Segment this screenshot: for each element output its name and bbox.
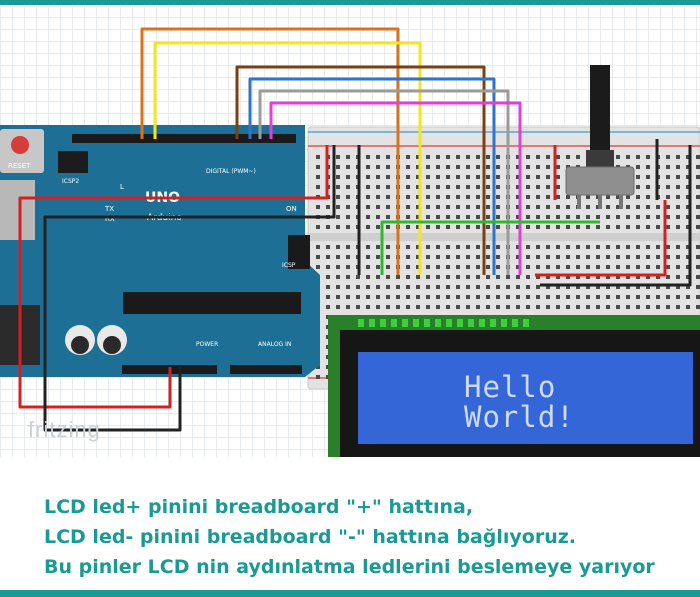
rx-label: RX [105,215,115,223]
bottom-accent-bar [0,590,700,597]
atmega-chip [123,292,301,314]
icsp2-label: ICSP2 [62,178,79,185]
fritzing-watermark: fritzing [28,417,101,442]
reset-label: RESET [8,162,31,170]
caption-line-2: LCD led- pinini breadboard "-" hattına b… [44,526,577,548]
usb-connector [0,180,35,240]
wire-brown [235,65,486,275]
lcd-line-1: Hello [464,370,556,404]
digital-label: DIGITAL (PWM~) [206,168,256,175]
wire-magenta [269,101,522,275]
analog-label: ANALOG IN [258,341,291,348]
top-accent-bar [0,0,700,5]
lcd-line-2: World! [464,400,575,434]
lcd-screen [358,352,693,444]
tx-label: TX [104,205,114,213]
wire-blue [248,77,496,275]
reset-button[interactable] [11,136,29,154]
l-led-label: L [120,183,124,191]
wires [18,27,692,432]
caption-line-1: LCD led+ pinini breadboard "+" hattına, [44,496,474,518]
digital-header [72,134,296,143]
icsp2-header [58,151,88,173]
arduino-board: RESET ICSP2 DIGITAL (PWM~) UNO Arduino L… [0,125,320,377]
icsp-header [288,235,310,269]
wire-black-led [540,145,692,287]
wire-black-gnd [43,145,336,432]
wire-orange [140,27,400,275]
icsp-label: ICSP [282,262,296,269]
analog-header [230,365,302,374]
wire-red-5v [18,145,329,409]
potentiometer [565,65,635,209]
wire-gray [258,89,510,275]
caption: LCD led+ pinini breadboard "+" hattına, … [44,492,684,582]
power-label: POWER [196,341,218,348]
wire-yellow [153,41,422,275]
circuit-diagram: RESET ICSP2 DIGITAL (PWM~) UNO Arduino L… [0,5,700,457]
wire-green-pot [380,220,600,275]
wire-red-led [535,200,667,277]
lcd-module: Hello World! [328,315,700,457]
caption-line-3: Bu pinler LCD nin aydınlatma ledlerini b… [44,556,655,578]
on-label: ON [286,205,297,213]
